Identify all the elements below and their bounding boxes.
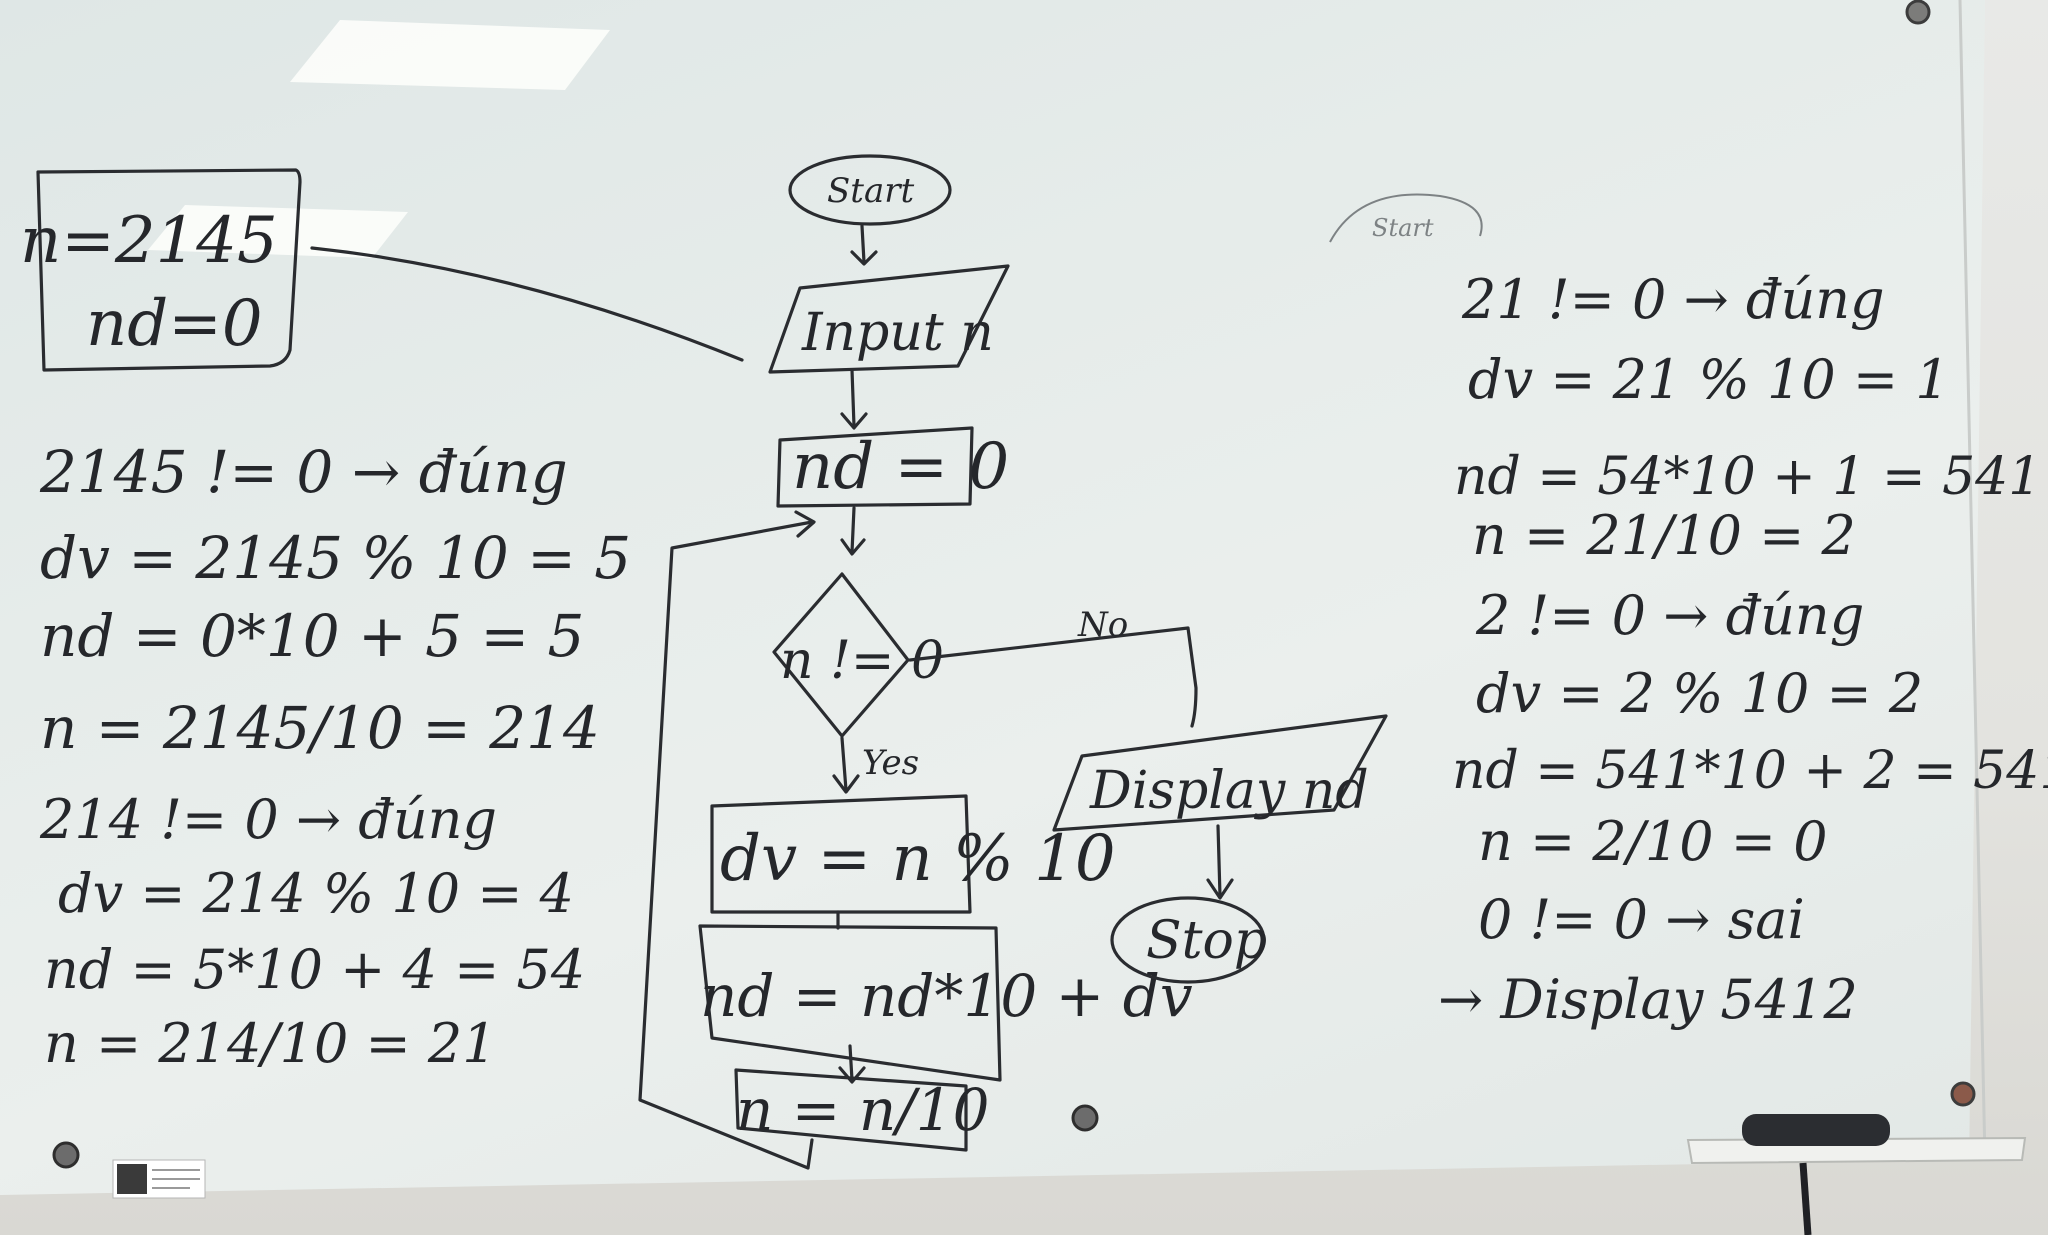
- trace-line: n = 2/10 = 0: [1478, 810, 1828, 873]
- pointer-to-input: [310, 246, 744, 362]
- trace-line: 2145 != 0 → đúng: [39, 438, 568, 506]
- screw-icon: [1950, 1081, 1976, 1107]
- trace-line: dv = 21 % 10 = 1: [1468, 348, 1950, 411]
- board-edge: [1958, 0, 1987, 1161]
- trace-line: dv = 2145 % 10 = 5: [40, 524, 631, 592]
- display-parallelogram: [1052, 714, 1388, 832]
- screw-icon: [52, 1141, 80, 1169]
- trace-line: nd = 541*10 + 2 = 5412: [1452, 741, 2048, 801]
- trace-line: dv = 214 % 10 = 4: [58, 862, 574, 925]
- light-glare-top: [290, 20, 610, 90]
- step1-label: dv = n % 10: [720, 822, 1116, 896]
- variables-box: [36, 168, 302, 372]
- stop-terminal: [1110, 896, 1266, 984]
- condition-diamond: [772, 572, 910, 738]
- yes-label: Yes: [862, 743, 919, 783]
- step3-process-box: [734, 1068, 968, 1152]
- trace-line: → Display 5412: [1438, 968, 1858, 1031]
- trace-line: n = 21/10 = 2: [1472, 504, 1856, 567]
- faint-start-label: Start: [1372, 214, 1434, 242]
- display-label: Display nd: [1089, 761, 1369, 821]
- step3-label: n = n/10: [736, 1076, 990, 1144]
- trace-line: 214 != 0 → đúng: [39, 788, 497, 851]
- trace-line: n = 2145/10 = 214: [40, 694, 600, 762]
- screw-icon: [1905, 0, 1931, 25]
- input-label: Input n: [801, 303, 994, 363]
- eraser-icon[interactable]: [1742, 1114, 1890, 1146]
- start-label: Start: [827, 171, 914, 211]
- init-process-box: [776, 426, 974, 508]
- start-terminal: [788, 154, 952, 226]
- step1-process-box: [710, 794, 972, 914]
- trace-line: nd = 54*10 + 1 = 541: [1454, 447, 2041, 507]
- trace-line: 0 != 0 → sai: [1478, 888, 1805, 951]
- faint-start-oval: [1329, 193, 1483, 243]
- cable: [1799, 1162, 1812, 1235]
- light-glare-left: [148, 205, 408, 258]
- trace-line: 2 != 0 → đúng: [1475, 584, 1864, 647]
- step2-label: nd = nd*10 + dv: [700, 962, 1193, 1030]
- qr-code-icon: [117, 1164, 147, 1194]
- screw-icon: [1071, 1104, 1099, 1132]
- loop-back-line: [638, 520, 814, 1170]
- box-line-n: n=2145: [20, 204, 278, 278]
- trace-line: n = 214/10 = 21: [44, 1012, 497, 1075]
- no-branch-line: [908, 626, 1198, 728]
- condition-label: n != 0: [780, 631, 944, 691]
- no-label: No: [1077, 605, 1128, 645]
- input-parallelogram: [768, 264, 1010, 374]
- stop-label: Stop: [1146, 911, 1267, 971]
- box-line-nd: nd=0: [86, 287, 263, 361]
- step2-process-box: [698, 924, 1002, 1082]
- init-label: nd = 0: [792, 430, 1009, 504]
- trace-line: nd = 0*10 + 5 = 5: [40, 602, 584, 670]
- trace-line: dv = 2 % 10 = 2: [1476, 662, 1923, 725]
- trace-line: nd = 5*10 + 4 = 54: [44, 938, 585, 1001]
- trace-line: 21 != 0 → đúng: [1461, 268, 1885, 331]
- whiteboard: [0, 0, 1985, 1195]
